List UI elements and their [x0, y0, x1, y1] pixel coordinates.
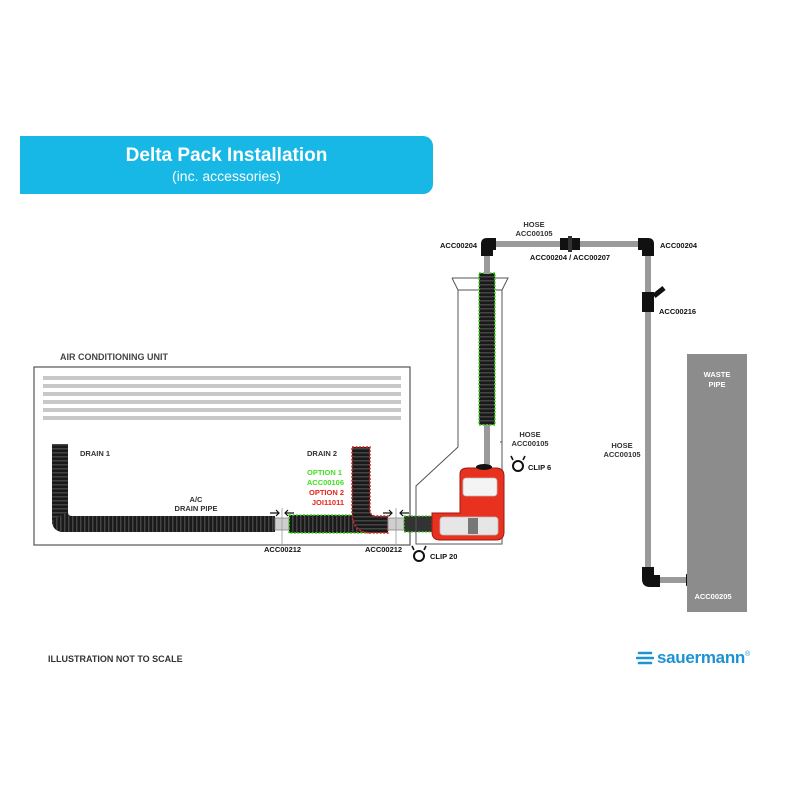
acc00212-right-label: ACC00212 — [365, 545, 402, 554]
scale-note: ILLUSTRATION NOT TO SCALE — [48, 654, 183, 664]
sauermann-logo: sauermann ® — [636, 648, 750, 668]
option-1-label: OPTION 1 — [307, 468, 342, 477]
sauermann-logo-icon — [636, 651, 654, 665]
ac-unit-label: AIR CONDITIONING UNIT — [60, 352, 168, 362]
acc00204-left-label: ACC00204 — [440, 241, 478, 250]
brand-registered-mark: ® — [745, 651, 751, 658]
clip-6-label: CLIP 6 — [528, 463, 551, 472]
delta-pump — [431, 464, 505, 541]
connector-acc00212-right — [383, 508, 433, 544]
hose-top-label-2: ACC00105 — [515, 229, 552, 238]
drain-2-pipe — [351, 446, 389, 534]
waste-pipe-label-1: WASTE — [704, 370, 731, 379]
reservoir-tube — [478, 272, 496, 465]
option-2-label: OPTION 2 — [309, 488, 344, 497]
ac-drain-pipe-label-1: A/C — [190, 495, 204, 504]
option-2-code: JOI11011 — [312, 498, 344, 507]
page-title: Delta Pack Installation — [125, 145, 328, 166]
clip-20-label: CLIP 20 — [430, 552, 457, 561]
acc-joint-label: ACC00204 / ACC00207 — [530, 253, 610, 262]
drain-1-label: DRAIN 1 — [80, 449, 110, 458]
acc00205-label: ACC00205 — [694, 592, 731, 601]
discharge-hose — [481, 236, 696, 587]
ac-drain-pipe-label-2: DRAIN PIPE — [175, 504, 218, 513]
brand-name: sauermann — [657, 648, 746, 667]
connector-acc00212-left — [270, 508, 294, 544]
acc00216-label: ACC00216 — [659, 307, 696, 316]
title-banner: Delta Pack Installation (inc. accessorie… — [20, 136, 433, 194]
waste-pipe-label-2: PIPE — [708, 380, 725, 389]
drain-2-label: DRAIN 2 — [307, 449, 337, 458]
hose-top-label-1: HOSE — [523, 220, 544, 229]
page-subtitle: (inc. accessories) — [172, 168, 281, 184]
hose-right-label-1: HOSE — [611, 441, 632, 450]
acc00204-right-label: ACC00204 — [660, 241, 698, 250]
clip-20-icon — [411, 545, 427, 562]
waste-pipe — [687, 354, 747, 612]
hose-right-label-2: ACC00105 — [603, 450, 640, 459]
acc00212-left-label: ACC00212 — [264, 545, 301, 554]
hose-mid-label-1: HOSE — [519, 430, 540, 439]
drain-1-pipe — [52, 444, 275, 532]
option-1-code: ACC00106 — [307, 478, 344, 487]
hose-mid-label-2: ACC00105 — [511, 439, 548, 448]
clip-6-icon — [510, 455, 526, 472]
